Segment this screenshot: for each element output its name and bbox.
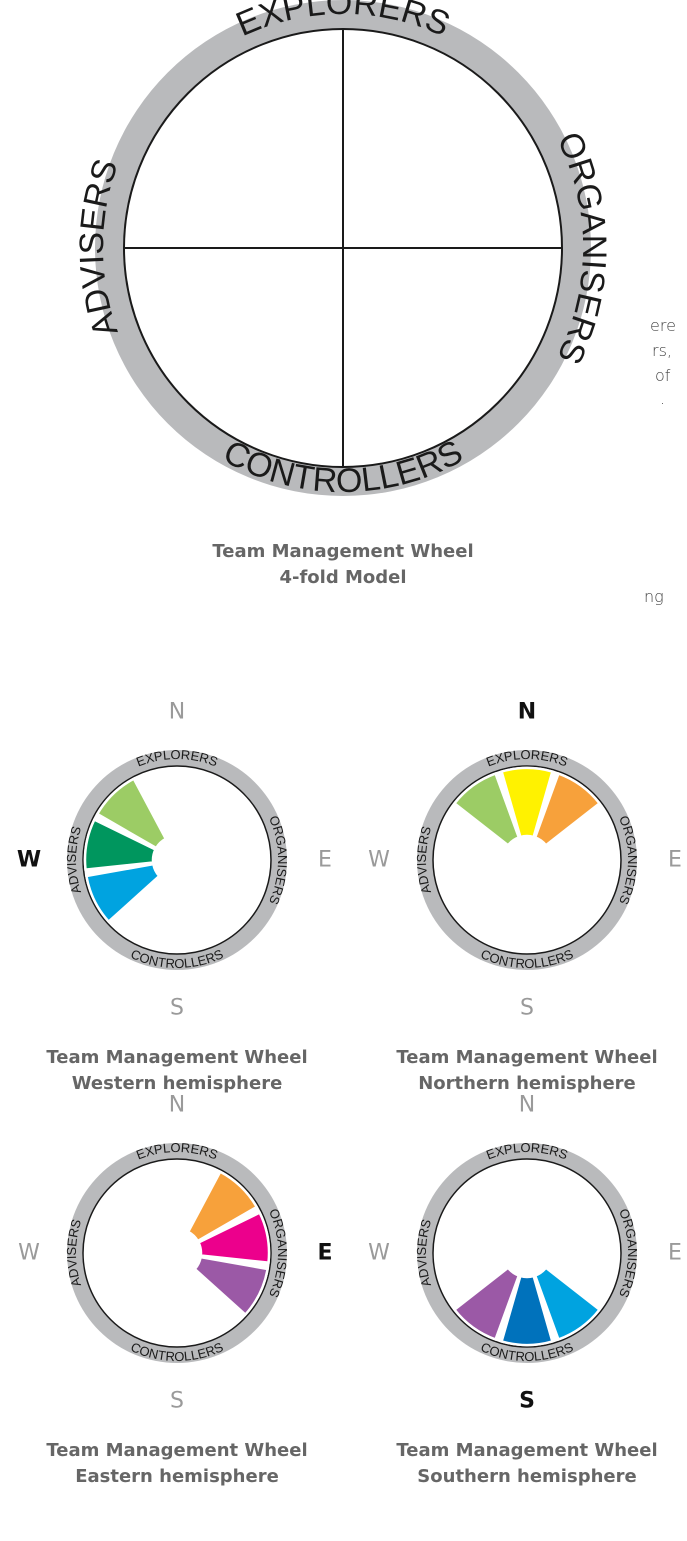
compass-e: E [317, 1240, 333, 1266]
svg-text:ADVISERS: ADVISERS [414, 824, 434, 896]
ring-label-advisers: ADVISERS [64, 1217, 84, 1289]
caption-line-1: Team Management Wheel [396, 1047, 658, 1068]
left-text-fragment: rs, [652, 341, 672, 360]
main-wheel-caption: Team Management Wheel 4-fold Model [193, 539, 493, 591]
compass-w: W [368, 847, 390, 873]
compass-s: S [519, 1388, 535, 1414]
compass-w: W [16, 847, 42, 873]
hemisphere-segment [83, 817, 158, 871]
hemisphere-segment [186, 1170, 259, 1243]
compass-n: N [517, 699, 537, 725]
compass-n: N [168, 1092, 186, 1118]
hemisphere-segment [95, 777, 168, 850]
ring-label-explorers: EXPLORERS [134, 747, 220, 770]
compass-n: N [518, 1092, 536, 1118]
svg-text:ADVISERS: ADVISERS [414, 1217, 434, 1289]
compass-e: E [668, 1240, 682, 1266]
compass-s: S [520, 995, 534, 1021]
caption-line-1: Team Management Wheel [212, 541, 474, 562]
left-text-fragment: ng [644, 587, 664, 606]
hemisphere-segment [533, 1266, 602, 1342]
left-text-fragment: ere [650, 316, 676, 335]
hemisphere-segment [533, 771, 602, 847]
compass-s: S [170, 995, 184, 1021]
svg-text:EXPLORERS: EXPLORERS [134, 747, 220, 770]
ring-label-advisers: ADVISERS [64, 824, 84, 896]
hemisphere-segment [452, 1266, 521, 1342]
compass-e: E [318, 847, 332, 873]
caption-line-2: Southern hemisphere [417, 1466, 637, 1487]
compass-s: S [170, 1388, 184, 1414]
caption-line-2: Northern hemisphere [418, 1073, 636, 1094]
caption-line-2: Western hemisphere [71, 1073, 283, 1094]
ring-label-explorers: EXPLORERS [134, 1140, 220, 1163]
hemisphere-segment [500, 766, 554, 839]
hemisphere-segment [84, 862, 161, 924]
compass-w: W [18, 1240, 40, 1266]
caption-line-1: Team Management Wheel [396, 1440, 658, 1461]
ring-label-explorers: EXPLORERS [484, 747, 570, 770]
hemisphere-segment [500, 1274, 554, 1347]
hemisphere-segment [452, 771, 521, 847]
svg-text:EXPLORERS: EXPLORERS [484, 747, 570, 770]
caption-line-2: 4-fold Model [279, 567, 407, 588]
compass-w: W [368, 1240, 390, 1266]
svg-text:ADVISERS: ADVISERS [64, 1217, 84, 1289]
caption-line-1: Team Management Wheel [46, 1047, 308, 1068]
ring-label-explorers: EXPLORERS [484, 1140, 570, 1163]
hemisphere-segment [196, 1210, 271, 1264]
svg-text:ADVISERS: ADVISERS [64, 824, 84, 896]
ring-label-advisers: ADVISERS [414, 824, 434, 896]
left-text-fragment: of [655, 366, 671, 385]
caption-line-1: Team Management Wheel [46, 1440, 308, 1461]
compass-n: N [168, 699, 186, 725]
left-text-fragment: . [660, 389, 666, 408]
svg-text:EXPLORERS: EXPLORERS [484, 1140, 570, 1163]
svg-text:EXPLORERS: EXPLORERS [134, 1140, 220, 1163]
hemisphere-segment [193, 1255, 270, 1317]
caption-line-2: Eastern hemisphere [75, 1466, 279, 1487]
ring-label-advisers: ADVISERS [414, 1217, 434, 1289]
compass-e: E [668, 847, 682, 873]
